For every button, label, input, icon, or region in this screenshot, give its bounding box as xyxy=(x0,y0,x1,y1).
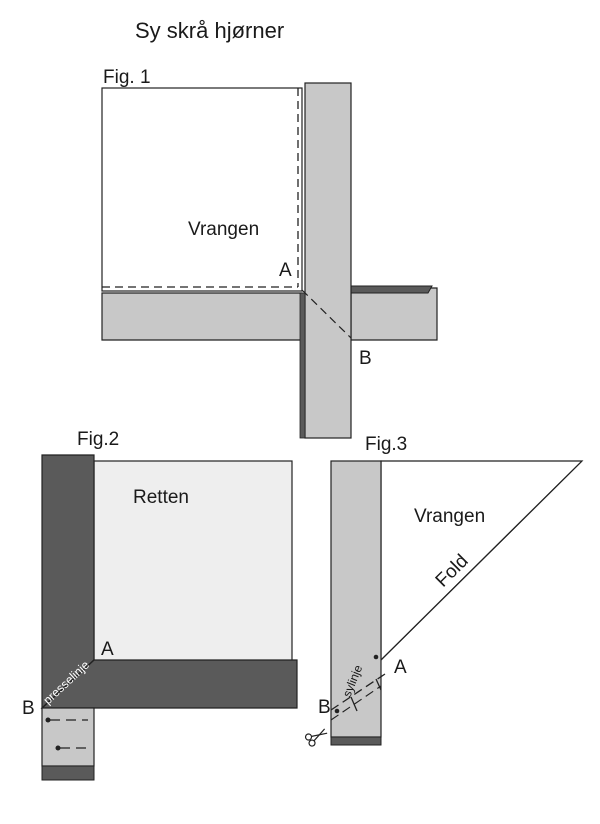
fig1-point-b: B xyxy=(359,348,372,369)
fig2-label: Fig.2 xyxy=(77,429,119,450)
fig1-point-a: A xyxy=(279,260,292,281)
fig3-vertical-band xyxy=(330,460,382,738)
fig1-horizontal-band xyxy=(101,292,303,341)
fig1-diagonal-line xyxy=(301,289,352,339)
fig2-lower-band-edge xyxy=(41,765,95,781)
diagram-title: Sy skrå hjørner xyxy=(135,18,284,43)
fig3: Fig.3 Vrangen Fold sylinje A B xyxy=(304,434,584,747)
fig3-sew-line-2 xyxy=(330,685,382,721)
scissors-blade xyxy=(313,728,326,742)
pin-head xyxy=(373,654,379,660)
fig2-point-a: A xyxy=(101,639,114,660)
fig3-cross-mark xyxy=(375,678,382,691)
fig3-point-b: B xyxy=(318,697,331,718)
fig3-cross-mark xyxy=(350,696,358,712)
pin-head xyxy=(45,717,51,723)
fig2: Fig.2 Retten A B presselinje xyxy=(22,429,298,781)
fig3-fold-line xyxy=(380,460,583,661)
pin-head xyxy=(55,745,61,751)
scissors-handle xyxy=(308,739,316,747)
fig3-point-a: A xyxy=(394,657,407,678)
fig1-horizontal-band-right xyxy=(350,287,438,341)
fig2-point-b: B xyxy=(22,698,35,719)
scissors-icon xyxy=(304,728,328,747)
fig2-lower-band xyxy=(41,707,95,767)
fig1-side-label: Vrangen xyxy=(188,219,259,240)
fig1-vertical-band-dark-edge xyxy=(299,292,306,439)
fig2-pins xyxy=(45,717,92,751)
fig1-fabric-panel xyxy=(101,87,303,292)
fig2-fabric-panel xyxy=(93,460,293,662)
fig3-side-label: Vrangen xyxy=(414,506,485,527)
scissors-handle xyxy=(304,733,313,741)
pin-head xyxy=(334,708,340,714)
fig1-label: Fig. 1 xyxy=(103,67,151,88)
fig3-label: Fig.3 xyxy=(365,434,407,455)
fig2-side-label: Retten xyxy=(133,487,189,508)
fig3-band-dark-edge xyxy=(330,736,382,746)
fig3-sew-line xyxy=(330,673,386,711)
fig1-vertical-band xyxy=(304,82,352,439)
fig1-band-dark-edge xyxy=(350,285,433,294)
fig2-mitre-line xyxy=(41,659,95,709)
fig1: Fig. 1 Vrangen A B xyxy=(101,67,438,439)
